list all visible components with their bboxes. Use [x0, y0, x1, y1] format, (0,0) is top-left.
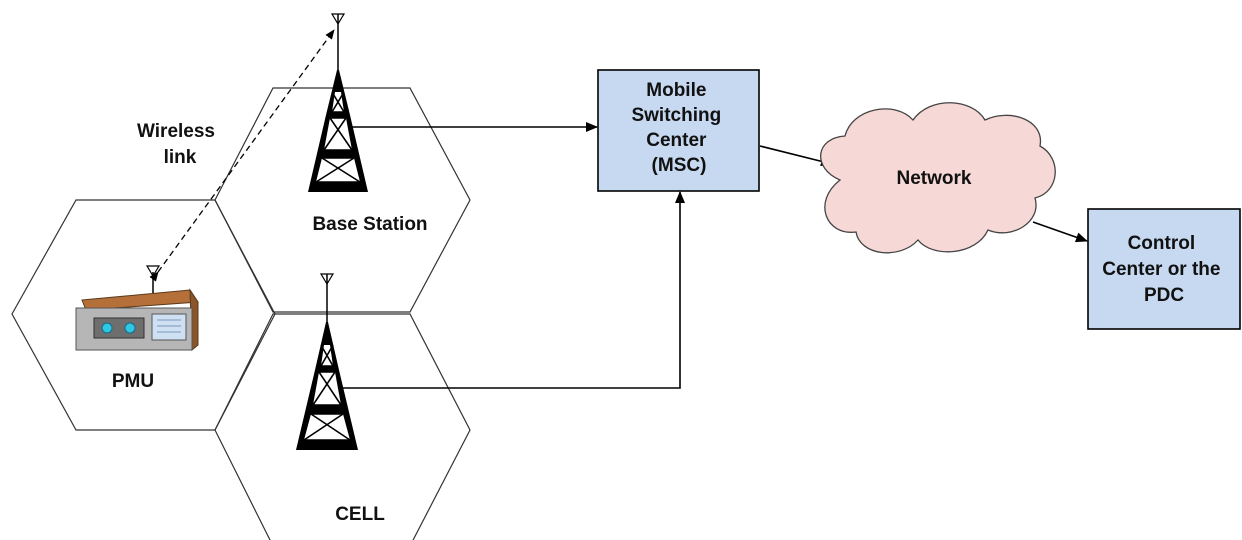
msc-box	[597, 69, 760, 192]
pmu-label: PMU	[112, 371, 154, 392]
network-cloud	[820, 102, 1056, 254]
control-center-box	[1087, 208, 1241, 330]
wireless-link-label-line-2: link	[164, 147, 197, 168]
svg-text:Control Center or the: Control Center or the PDC	[1102, 233, 1226, 306]
wireless-link-label-line-1: Wireless	[137, 121, 215, 142]
base-station-label: Base Station	[312, 214, 427, 235]
msc-line-4: (MSC)	[652, 155, 707, 176]
cell-label: CELL	[335, 504, 385, 525]
control-center-line-2: Center or the	[1102, 259, 1220, 280]
hex-cell-lower	[214, 313, 471, 540]
control-center-line-3: PDC	[1144, 285, 1184, 306]
network-to-control-center-arrow	[1032, 221, 1088, 243]
cell-tower-icon	[296, 273, 358, 450]
control-center-line-1: Control	[1128, 233, 1196, 254]
msc-line-1: Mobile	[646, 80, 706, 101]
base-station-tower-icon	[308, 13, 368, 192]
msc-to-network-arrow	[759, 145, 833, 167]
svg-text:Mobile Switching Cente: Mobile Switching Center (MSC)	[631, 80, 726, 176]
cell-tower-to-msc-arrow	[340, 191, 685, 389]
pmu-device-icon	[75, 265, 199, 352]
network-label: Network	[897, 168, 972, 189]
msc-line-2: Switching	[631, 105, 721, 126]
msc-line-3: Center	[646, 130, 707, 151]
